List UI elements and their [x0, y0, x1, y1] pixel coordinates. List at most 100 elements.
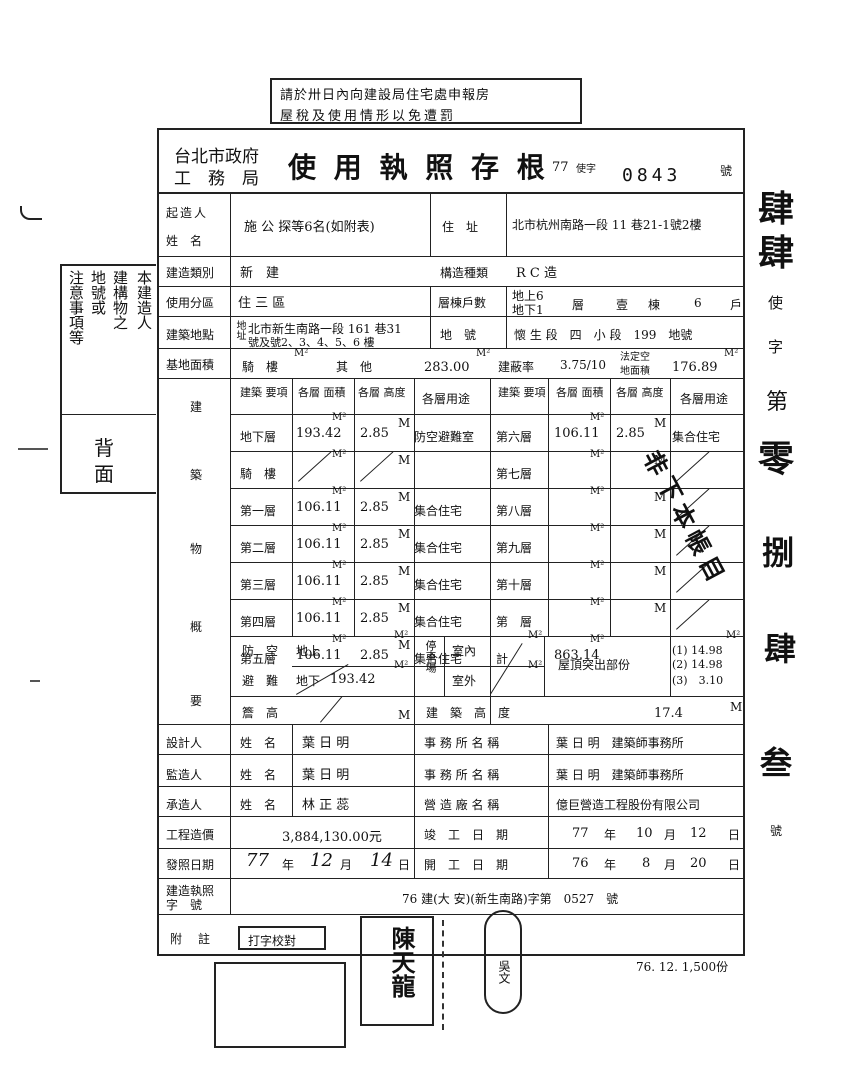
- site-label: 建築地點: [166, 328, 215, 342]
- right-row-item-2: 第八層: [496, 504, 533, 518]
- left-row-height-unit-0: M: [398, 416, 411, 430]
- left-row-height-unit-3: M: [398, 527, 411, 541]
- parking-indoor: 室內: [452, 644, 477, 658]
- contractor-firm-label: 營 造 廠 名 稱: [424, 798, 500, 812]
- right-row-item-3: 第九層: [496, 541, 533, 555]
- start-y: 年: [604, 858, 617, 872]
- building-side-label-4: 要: [190, 694, 203, 708]
- right-row-area-unit-0: M²: [590, 412, 605, 423]
- word-label: 使字: [576, 164, 596, 175]
- owner-address: 北市杭州南路一段 11 巷21-1號2樓: [512, 218, 702, 232]
- agency-name-2: 工 務 局: [174, 169, 259, 189]
- right-row-area-6: 863.14: [554, 648, 600, 663]
- supervisor-name-label: 姓 名: [240, 768, 277, 782]
- print-info: 76. 12. 1,500份: [636, 960, 729, 974]
- name-seal-text: 陳天龍: [387, 926, 416, 998]
- contractor-label: 承造人: [166, 798, 203, 812]
- right-row-area-unit-5: M²: [590, 597, 605, 608]
- top-notice-line-2: 屋稅及使用情形以免遭罰: [280, 109, 457, 124]
- completion-label: 竣 工 日 期: [424, 828, 509, 842]
- license-form-frame: [157, 128, 745, 956]
- eave-label: 簷 高: [242, 706, 279, 720]
- left-row-area-unit-6: M²: [332, 634, 347, 645]
- parking-label: 停車場: [424, 640, 437, 673]
- left-row-use-0: 防空避難室: [414, 430, 475, 444]
- left-row-use-2: 集合住宅: [414, 504, 463, 518]
- shelter-line: [230, 636, 744, 637]
- site-addr-prefix: 地址: [234, 320, 245, 340]
- right-row-item-4: 第十層: [496, 578, 533, 592]
- left-row-height-unit-4: M: [398, 564, 411, 578]
- shelter-mid-line: [292, 666, 544, 667]
- start-day: 20: [690, 856, 707, 871]
- agency-name-1: 台北市政府: [174, 147, 259, 167]
- left-row-item-3: 第二層: [240, 541, 277, 555]
- left-row-height-5: 2.85: [360, 611, 389, 626]
- left-row-area-unit-5: M²: [332, 597, 347, 608]
- designer-div-3: [548, 724, 549, 878]
- row-line-12: [158, 914, 744, 915]
- shelter-label-2: 避 難: [242, 674, 279, 688]
- left-note-back-1: 背: [94, 436, 114, 460]
- right-row-height-0: 2.85: [616, 426, 645, 441]
- designer-name-label: 姓 名: [240, 736, 277, 750]
- floors-below: 地下1: [512, 303, 544, 317]
- start-year: 76: [572, 856, 589, 871]
- completion-y: 年: [604, 828, 617, 842]
- row-line-9: [158, 816, 744, 817]
- cost-value: 3,884,130.00元: [282, 830, 382, 845]
- left-row-item-1: 騎 樓: [240, 467, 277, 481]
- scan-mark-left-2: [18, 448, 48, 450]
- right-row-line-1: [490, 488, 744, 489]
- issue-y: 年: [282, 858, 295, 872]
- left-row-use-5: 集合住宅: [414, 615, 463, 629]
- build-type-label: 建造類別: [166, 266, 215, 280]
- shelter-below-value: 193.42: [330, 672, 376, 687]
- top-notice-line-1: 請於卅日內向建設局住宅處申報房: [280, 88, 491, 103]
- building-side-label-2: 物: [190, 542, 203, 556]
- bldg-height-label: 建 築 高 度: [426, 706, 511, 720]
- right-row-line-4: [490, 599, 744, 600]
- row-line-2: [158, 286, 744, 287]
- supervisor-name: 葉 日 明: [302, 768, 350, 783]
- completion-year: 77: [572, 826, 589, 841]
- side-char-7: 叁: [760, 744, 793, 782]
- side-char-1: 肆: [758, 188, 795, 230]
- lot-value: 懷 生 段 四 小 段 199 地號: [514, 328, 693, 342]
- designer-label: 設計人: [166, 736, 203, 750]
- oval-seal-text: 吳文: [497, 960, 511, 984]
- left-row-area-unit-4: M²: [332, 560, 347, 571]
- designer-office-label: 事 務 所 名 稱: [424, 736, 500, 750]
- floors-dong: 壹: [616, 298, 629, 312]
- right-row-use-0: 集合住宅: [672, 430, 721, 444]
- coverage-label: 建蔽率: [498, 360, 535, 374]
- hao-label: 號: [720, 164, 733, 178]
- name-seal: 陳天龍: [360, 916, 434, 1026]
- parking-outdoor-unit: M²: [528, 660, 543, 671]
- head-use-1: 各層用途: [680, 392, 729, 406]
- row-line-10: [158, 848, 744, 849]
- build-type-value: 新 建: [240, 266, 280, 281]
- eave-unit: M: [398, 708, 411, 722]
- shelter-div-3: [544, 636, 545, 696]
- left-row-height-unit-1: M: [398, 453, 411, 467]
- right-row-area-unit-6: M²: [590, 634, 605, 645]
- permit-value: 76 建(大 安)(新生南路)字第 0527 號: [402, 892, 619, 906]
- right-row-height-unit-2: M: [654, 490, 667, 504]
- tbl-v-6: [610, 378, 611, 636]
- parking-outdoor: 室外: [452, 674, 477, 688]
- designer-name: 葉 日 明: [302, 736, 350, 751]
- legal-unit: M²: [724, 348, 739, 359]
- scan-mark-left-3: [30, 680, 40, 682]
- left-row-use-3: 集合住宅: [414, 541, 463, 555]
- left-note-col-4: 注意事項等: [67, 270, 85, 345]
- roof-label: 屋頂突出部份: [558, 658, 631, 672]
- left-row-area-6: 106.11: [296, 648, 342, 663]
- right-row-height-unit-4: M: [654, 564, 667, 578]
- row-line-3: [158, 316, 744, 317]
- row-line-1: [158, 256, 744, 257]
- supervisor-office-label: 事 務 所 名 稱: [424, 768, 500, 782]
- left-row-area-unit-2: M²: [332, 486, 347, 497]
- issue-month: 12: [310, 850, 333, 871]
- left-row-line-3: [230, 562, 490, 563]
